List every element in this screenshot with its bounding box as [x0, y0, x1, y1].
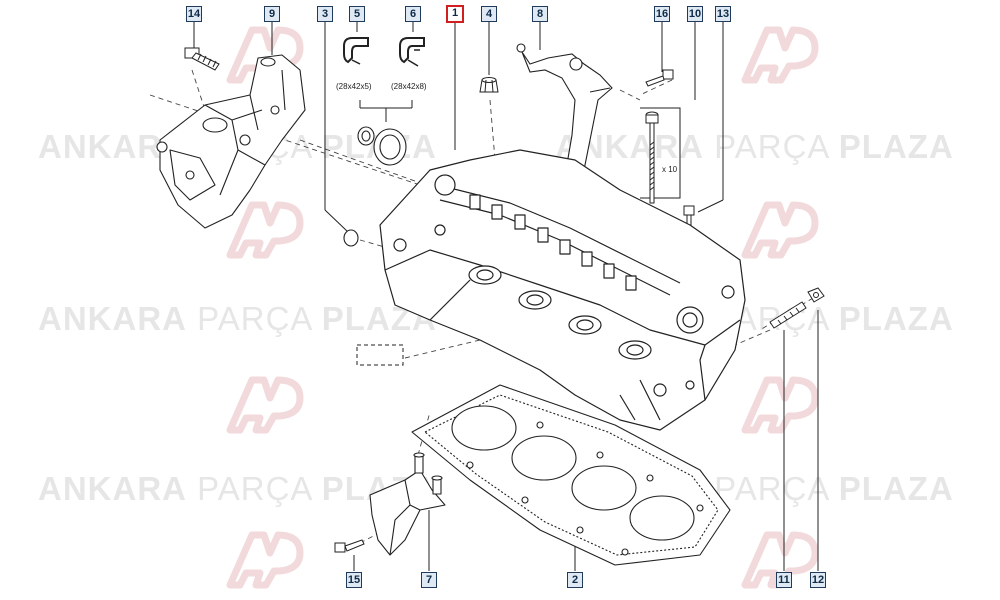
seal-5-size: (28x42x5)	[336, 82, 372, 91]
callout-6[interactable]: 6	[405, 6, 421, 22]
seal-6-size: (28x42x8)	[391, 82, 427, 91]
callout-16[interactable]: 16	[654, 6, 670, 22]
engine-mount-bracket	[156, 54, 306, 229]
bracket-7	[369, 452, 446, 556]
callout-7[interactable]: 7	[421, 572, 437, 588]
callout-10[interactable]: 10	[687, 6, 703, 22]
oil-seals	[343, 126, 407, 247]
callout-11[interactable]: 11	[776, 572, 792, 588]
bolt-14	[184, 47, 220, 71]
callout-13[interactable]: 13	[715, 6, 731, 22]
cylinder-head-1	[379, 149, 746, 431]
callout-5[interactable]: 5	[349, 6, 365, 22]
callout-8[interactable]: 8	[532, 6, 548, 22]
callout-2[interactable]: 2	[567, 572, 583, 588]
callout-9[interactable]: 9	[264, 6, 280, 22]
nut-12	[807, 287, 825, 303]
seal-6-icon	[399, 37, 425, 67]
hidden-part-outline	[356, 344, 404, 366]
callout-15[interactable]: 15	[346, 572, 362, 588]
nut-4	[479, 77, 499, 93]
callout-1[interactable]: 1	[446, 5, 464, 23]
callout-12[interactable]: 12	[810, 572, 826, 588]
bolt-10-quantity: x 10	[662, 165, 678, 174]
seal-5-icon	[343, 37, 369, 65]
bolt-15	[334, 539, 365, 553]
bolt-16	[645, 69, 674, 87]
head-gasket-2	[411, 384, 731, 566]
stud-11	[769, 301, 807, 329]
callout-14[interactable]: 14	[186, 6, 202, 22]
head-bolt-10	[645, 111, 659, 204]
callout-4[interactable]: 4	[481, 6, 497, 22]
callout-3[interactable]: 3	[317, 6, 333, 22]
lifting-eye-8	[516, 43, 613, 176]
leader-lines	[193, 21, 819, 571]
